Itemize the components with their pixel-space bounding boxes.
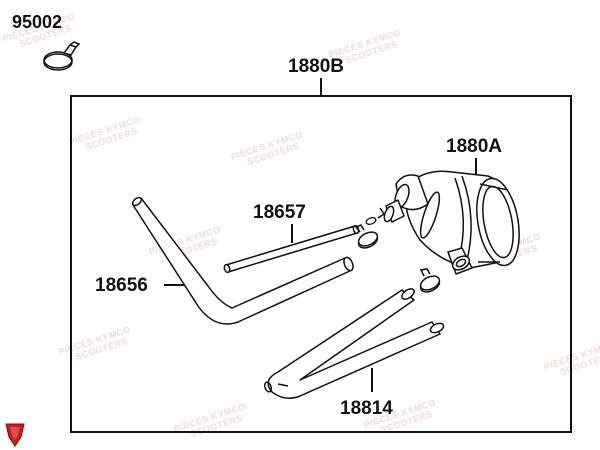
- clamp-small-2: [419, 268, 441, 293]
- clamp-small-3: [365, 217, 377, 225]
- part-label-1880B: 1880B: [288, 56, 344, 77]
- hose-18814: [263, 288, 445, 399]
- brand-logo: [5, 423, 25, 447]
- clamp-small-1: [354, 224, 379, 249]
- part-label-18814: 18814: [340, 398, 393, 419]
- clamp-95002: [43, 41, 81, 71]
- part-label-18657: 18657: [253, 202, 306, 223]
- hose-18656: [131, 196, 354, 325]
- part-label-1880A: 1880A: [446, 136, 502, 157]
- part-label-95002: 95002: [12, 12, 62, 32]
- part-label-18656: 18656: [95, 275, 148, 296]
- filter-1880A: [377, 170, 520, 275]
